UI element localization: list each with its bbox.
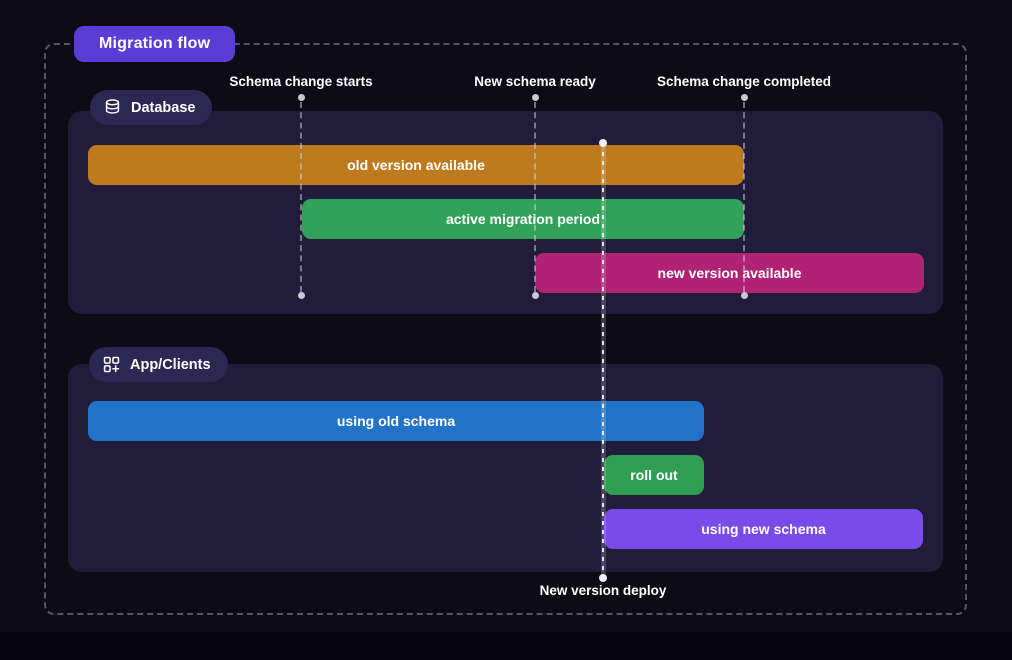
milestone-dot-icon xyxy=(531,94,539,101)
bar-label: new version available xyxy=(657,265,802,281)
bar-label: using new schema xyxy=(701,521,826,537)
bottom-strip xyxy=(0,632,1012,660)
migration-flow-badge-label: Migration flow xyxy=(99,35,211,52)
bar-label: roll out xyxy=(630,467,678,483)
milestone-line xyxy=(534,102,536,292)
milestone-dot-icon xyxy=(297,292,305,299)
bar-label: active migration period xyxy=(445,211,601,227)
diagram-frame xyxy=(44,43,967,615)
milestone-dot-icon xyxy=(740,292,748,299)
bar-old-version-available: old version available xyxy=(88,145,744,185)
database-icon xyxy=(103,98,122,117)
milestone-dot-icon xyxy=(531,292,539,299)
bar-using-new-schema: using new schema xyxy=(604,509,923,549)
apps-plus-icon xyxy=(102,355,121,374)
bar-active-migration-period: active migration period xyxy=(302,199,744,239)
migration-flow-badge: Migration flow xyxy=(74,26,236,62)
milestone-line xyxy=(300,102,302,292)
bar-label: using old schema xyxy=(336,413,456,429)
bar-label: old version available xyxy=(347,157,485,173)
app-clients-lane-badge: App/Clients xyxy=(89,347,228,382)
bar-roll-out: roll out xyxy=(604,455,704,495)
milestone-dot-icon xyxy=(740,94,748,101)
app-clients-lane-label: App/Clients xyxy=(130,356,211,373)
deploy-label: New version deploy xyxy=(539,583,667,598)
deploy-line xyxy=(600,143,606,577)
bar-new-version-available: new version available xyxy=(535,253,924,293)
milestone-label: New schema ready xyxy=(474,74,596,89)
bar-using-old-schema: using old schema xyxy=(88,401,704,441)
database-lane-badge: Database xyxy=(90,90,213,125)
database-lane-label: Database xyxy=(131,99,196,116)
milestone-line xyxy=(743,102,745,292)
milestone-dot-icon xyxy=(297,94,305,101)
milestone-label: Schema change completed xyxy=(656,74,832,89)
deploy-dot-icon xyxy=(599,574,607,582)
milestone-label: Schema change starts xyxy=(229,74,373,89)
